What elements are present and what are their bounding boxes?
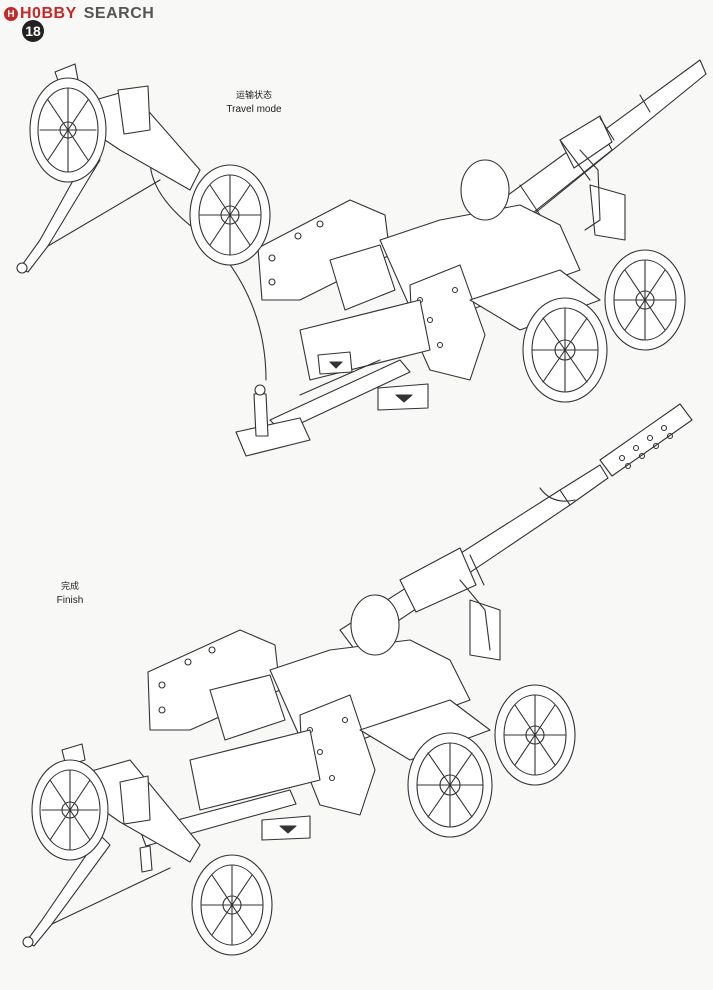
travel-mode-label: 运输状态 Travel mode xyxy=(214,90,294,116)
wheel-limber-right xyxy=(189,164,271,266)
barrel-finish xyxy=(339,403,693,651)
brand-search-text: SEARCH xyxy=(83,5,155,22)
wheel-finish-limber-left xyxy=(31,759,109,861)
brand-hobby-text: H0BBY xyxy=(20,5,77,22)
carriage-travel xyxy=(257,139,626,411)
wheels-finish xyxy=(31,594,576,956)
wheel-carriage-rear xyxy=(604,249,686,351)
finish-label-zh: 完成 xyxy=(60,582,79,592)
trail-arm-travel xyxy=(149,159,411,457)
carriage-finish xyxy=(147,579,501,841)
wheel-finish-limber-right xyxy=(191,854,273,956)
logo-circle-icon: H xyxy=(4,7,18,21)
wheels-travel xyxy=(29,77,686,403)
step-number-badge: 18 xyxy=(22,20,44,42)
wheel-finish-carriage-rear xyxy=(494,684,576,786)
wheel-limber-left xyxy=(29,77,107,183)
finish-label-en: Finish xyxy=(56,595,84,606)
wheel-carriage-front xyxy=(522,297,608,403)
travel-mode-label-zh: 运输状态 xyxy=(235,91,272,101)
finish-label: 完成 Finish xyxy=(40,581,100,607)
hobby-search-watermark: H H0BBY SEARCH xyxy=(4,4,154,24)
travel-mode-label-en: Travel mode xyxy=(226,104,282,115)
wheel-finish-carriage-front xyxy=(407,732,493,838)
